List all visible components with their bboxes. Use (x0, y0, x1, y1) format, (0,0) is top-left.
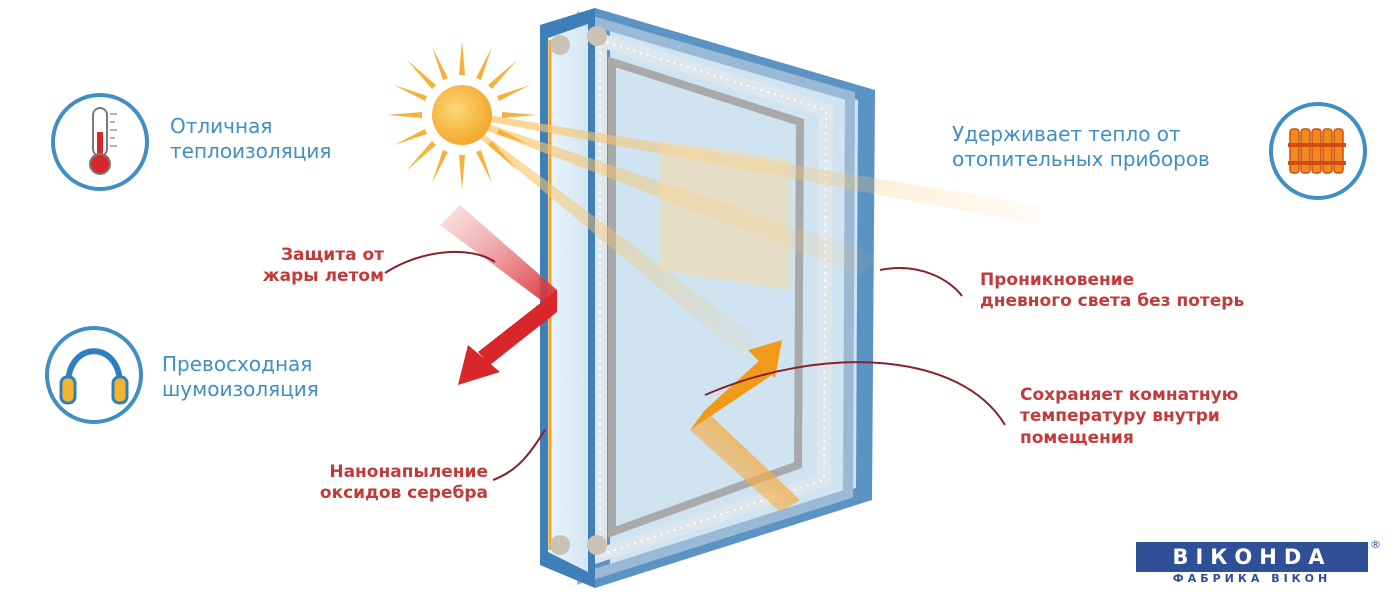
callout-line-roomtemp (704, 361, 1006, 426)
feature-thermal-insulation: Отличная теплоизоляция (170, 114, 332, 163)
callout-room-temp: Сохраняет комнатную температуру внутри п… (1020, 385, 1239, 448)
brand-logo: ВІКОНDA ® ФАБРИКА ВІКОН (1136, 538, 1382, 588)
heat-reflect-arrow (440, 205, 557, 385)
sun-beams (470, 112, 1040, 355)
sun-patch (660, 140, 790, 290)
sun-icon (387, 40, 537, 190)
corner-seal (550, 535, 570, 555)
corner-seal (587, 535, 607, 555)
inner-frame-3 (608, 56, 805, 538)
inner-frame-2 (593, 30, 834, 565)
thermometer-icon (51, 93, 149, 191)
brand-registered: ® (1370, 538, 1381, 551)
brand-name-box: ВІКОНDA (1136, 542, 1368, 572)
radiator-icon (1269, 102, 1367, 200)
callout-daylight: Проникновение дневного света без потерь (980, 270, 1245, 312)
callout-line-silver (492, 429, 546, 481)
window-unit (540, 8, 875, 588)
corner-seal (550, 35, 570, 55)
callout-line-heat (384, 250, 496, 274)
brand-tagline: ФАБРИКА ВІКОН (1172, 572, 1332, 585)
callout-line-daylight (879, 267, 963, 297)
callout-silver-coating: Нанонапыление оксидов серебра (319, 462, 488, 504)
brand-name: ВІКОНDA (1172, 545, 1332, 569)
headphones-icon (45, 326, 143, 424)
feature-retains-heat: Удерживает тепло от отопительных приборо… (952, 122, 1210, 171)
corner-seal (587, 26, 607, 46)
callout-heat-protection: Защита от жары летом (262, 245, 384, 287)
feature-noise-insulation: Превосходная шумоизоляция (162, 352, 319, 401)
callout-lines (384, 250, 1006, 481)
